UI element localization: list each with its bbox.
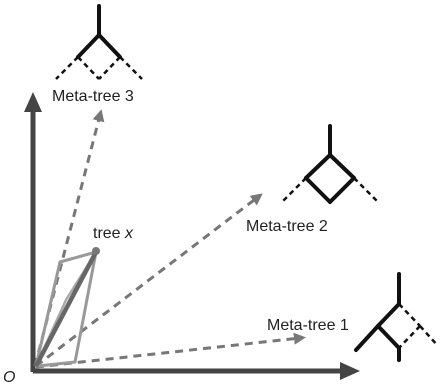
ray-to-meta-tree-1: [35, 332, 306, 369]
meta-tree-1-icon: [354, 272, 401, 362]
meta-tree-2-icon: [304, 124, 356, 204]
path-light-2: [37, 251, 98, 368]
meta-tree-1-dashed-branches: [398, 303, 439, 349]
path-dark-direct: [34, 250, 98, 368]
y-axis-arrowhead: [24, 92, 42, 112]
meta-tree-3-label: Meta-tree 3: [52, 88, 134, 105]
meta-tree-2-label: Meta-tree 2: [246, 218, 328, 235]
origin-label: O: [3, 369, 15, 386]
meta-tree-3-dashed-branches: [55, 56, 143, 80]
tree-x-label-text: tree: [93, 225, 125, 242]
x-axis-arrowhead: [340, 362, 360, 380]
tree-x-label-var: x: [124, 225, 134, 242]
meta-tree-1-label: Meta-tree 1: [267, 317, 349, 334]
tree-x-label: tree x: [93, 225, 134, 242]
meta-tree-3-icon: [76, 4, 122, 59]
path-light-1: [34, 250, 97, 367]
tree-x-point: [92, 247, 100, 255]
ray-to-meta-tree-2: [35, 193, 263, 368]
meta-tree-2-dashed-branches: [281, 177, 379, 203]
